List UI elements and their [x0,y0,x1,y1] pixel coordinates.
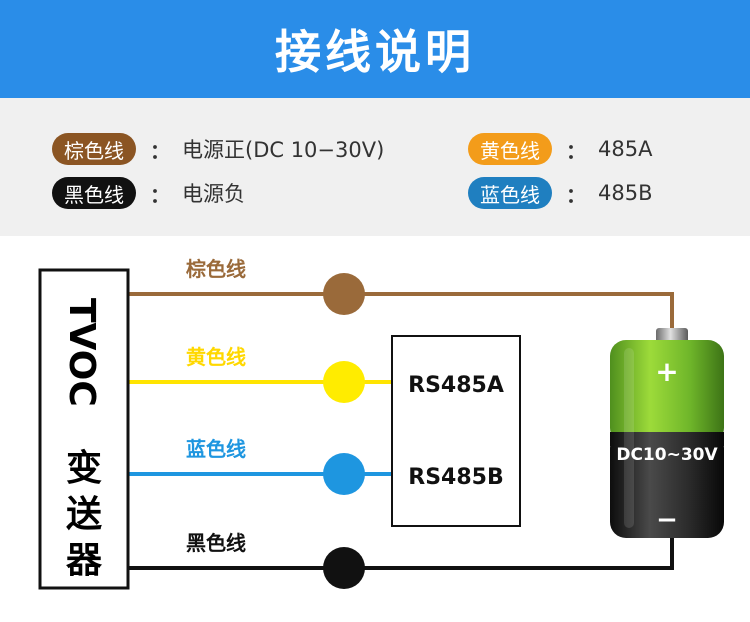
yellow-connector-dot [323,361,365,403]
battery-icon: + DC10~30V − [610,328,724,538]
device-name-char-1: 变 [66,447,102,489]
tvoc-transmitter-box [38,268,130,590]
legend-colon: ： [566,182,586,207]
black-wire-badge: 黑色线 [52,177,136,209]
device-name-latin: TVOC [61,298,102,407]
rs485b-terminal-label: RS485B [408,465,503,490]
yellow-wire-badge: 黄色线 [468,133,552,165]
blue-wire-badge: 蓝色线 [468,177,552,209]
brown-wire-label: 棕色线 [186,257,246,281]
brown-connector-dot [323,273,365,315]
legend-colon: ： [150,182,170,207]
brown-wire-badge: 棕色线 [52,133,136,165]
battery-minus-sign: − [656,505,678,535]
battery-voltage-label: DC10~30V [616,445,718,465]
legend-item-yellow: 黄色线 ： 485A [468,132,652,166]
wiring-diagram: 棕色线 黄色线 蓝色线 黑色线 TVOC 变 送 器 RS485A RS485B… [38,257,724,590]
header-banner: 接线说明 [0,0,750,98]
black-wire-label: 黑色线 [186,531,246,555]
black-wire-desc: 电源负 [182,182,245,206]
blue-connector-dot [323,453,365,495]
blue-wire-label: 蓝色线 [186,437,246,461]
device-name-char-2: 送 [66,494,102,535]
black-connector-dot [323,547,365,589]
legend-item-blue: 蓝色线 ： 485B [468,176,653,210]
brown-wire-desc: 电源正(DC 10−30V) [182,138,385,162]
device-name-char-3: 器 [66,540,103,581]
page-title: 接线说明 [275,25,475,79]
brown-wire [128,292,674,336]
rs485a-terminal-label: RS485A [408,373,504,398]
rs485-terminal-box [391,335,521,527]
yellow-wire-label: 黄色线 [186,345,246,369]
yellow-wire-desc: 485A [598,137,653,161]
legend-colon: ： [150,138,170,163]
legend-colon: ： [566,138,586,163]
legend-item-brown: 棕色线 ： 电源正(DC 10−30V) [52,132,384,166]
battery-plus-sign: + [655,355,678,388]
black-wire [128,536,674,570]
blue-wire-desc: 485B [598,181,653,205]
legend-item-black: 黑色线 ： 电源负 [52,176,245,210]
wire-legend: 棕色线 ： 电源正(DC 10−30V) 黄色线 ： 485A 黑色线 ： 电源… [0,98,750,236]
